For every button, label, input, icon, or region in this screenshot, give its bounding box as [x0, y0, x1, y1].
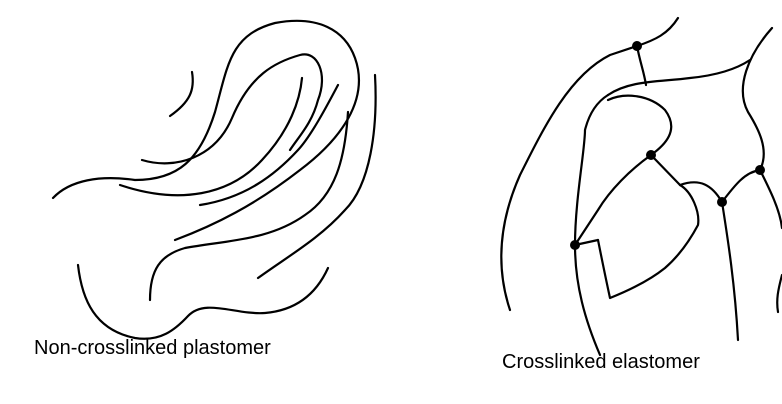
elastomer-loop-lower [598, 155, 698, 298]
elastomer-chain-right-tail [777, 275, 782, 312]
crosslink-point [632, 41, 642, 51]
plastomer-chain-outer [78, 265, 328, 339]
elastomer-chains [501, 18, 782, 355]
crosslink-point [755, 165, 765, 175]
elastomer-chain-bridge-right [680, 182, 722, 202]
elastomer-chain-tail [608, 60, 750, 95]
plastomer-chains [53, 21, 376, 339]
elastomer-chain-center [575, 95, 608, 355]
elastomer-chain-right-lower [760, 170, 782, 228]
crosslink-point [717, 197, 727, 207]
elastomer-chain-lower-right [722, 202, 738, 340]
plastomer-chain-top-left [170, 72, 193, 116]
elastomer-caption: Crosslinked elastomer [502, 352, 700, 372]
elastomer-chain-left [501, 18, 678, 310]
elastomer-crosslink-top-bridge [637, 46, 646, 85]
plastomer-chain-inner-2 [120, 78, 302, 195]
crosslink-point [570, 240, 580, 250]
plastomer-caption: Non-crosslinked plastomer [34, 338, 271, 358]
crosslink-point [646, 150, 656, 160]
elastomer-chain-right-upper [722, 28, 772, 202]
plastomer-chain-lower [150, 112, 348, 300]
